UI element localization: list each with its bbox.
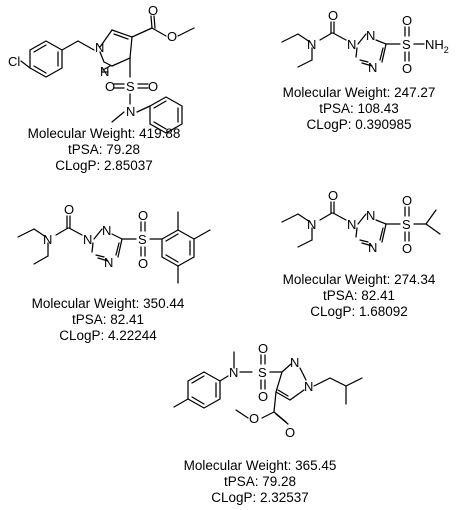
m4-atom-o-sulfonyl-2: O: [402, 241, 412, 256]
m5-atom-s: S: [258, 365, 267, 380]
m5-atom-o-sulfonyl-1: O: [258, 341, 268, 356]
m3-tpsa: tPSA: 82.41: [71, 312, 145, 327]
m5-atom-n2: N: [290, 355, 299, 370]
m1-atom-n-sulfonamide: N: [126, 104, 135, 119]
m3-atom-o-sulfonyl-2: O: [138, 256, 148, 271]
m4-atom-o-urea: O: [328, 188, 338, 203]
m5-atom-o-sulfonyl-2: O: [258, 389, 268, 404]
m4-molecular-weight: Molecular Weight: 274.34: [282, 272, 436, 287]
m1-atom-n2: N: [100, 64, 109, 79]
m5-clogp: CLogP: 2.32537: [211, 490, 309, 505]
m4-atom-s: S: [402, 217, 411, 232]
m5-atom-o-carbonyl: O: [285, 425, 295, 440]
m2-atom-o-sulfonyl-2: O: [402, 61, 412, 76]
m5-atom-n-sulfonamide: N: [229, 365, 238, 380]
m3-atom-n1: N: [83, 232, 92, 247]
m5-tpsa: tPSA: 79.28: [223, 474, 297, 489]
m1-atom-o-sulfonyl-2: O: [148, 79, 158, 94]
m2-atom-n1: N: [347, 37, 356, 52]
molecule-1-properties: Molecular Weight: 419.88 tPSA: 79.28 CLo…: [4, 126, 204, 174]
m1-atom-n1: N: [95, 40, 104, 55]
m1-atom-o-sulfonyl-1: O: [105, 79, 115, 94]
m4-atom-n4: N: [368, 240, 377, 255]
m1-atom-o-carbonyl: O: [148, 3, 158, 18]
m1-atom-o-ester: O: [167, 29, 177, 44]
molecule-3-properties: Molecular Weight: 350.44 tPSA: 82.41 CLo…: [8, 296, 208, 344]
m3-atom-o-sulfonyl-1: O: [138, 208, 148, 223]
m4-atom-n-amide: N: [307, 217, 316, 232]
m5-molecular-weight: Molecular Weight: 365.45: [183, 458, 337, 473]
m3-atom-n2: N: [102, 223, 111, 238]
molecule-5-properties: Molecular Weight: 365.45 tPSA: 79.28 CLo…: [160, 458, 360, 506]
m1-tpsa: tPSA: 79.28: [67, 142, 141, 157]
m4-atom-o-sulfonyl-1: O: [402, 193, 412, 208]
m1-molecular-weight: Molecular Weight: 419.88: [27, 126, 181, 141]
m2-molecular-weight: Molecular Weight: 247.27: [282, 85, 436, 100]
m5-atom-n1: N: [304, 379, 313, 394]
molecule-2-properties: Molecular Weight: 247.27 tPSA: 108.43 CL…: [262, 85, 456, 133]
m2-clogp: CLogP: 0.390985: [306, 117, 412, 132]
m2-atom-n4: N: [368, 60, 377, 75]
m3-atom-s: S: [138, 232, 147, 247]
m3-clogp: CLogP: 4.22244: [59, 328, 157, 343]
m1-atom-cl: Cl: [8, 54, 20, 69]
molecule-4-properties: Molecular Weight: 274.34 tPSA: 82.41 CLo…: [262, 272, 456, 320]
m5-atom-o-ester: O: [249, 411, 259, 426]
m2-atom-s: S: [402, 37, 411, 52]
m1-clogp: CLogP: 2.85037: [55, 158, 153, 173]
m3-atom-o-urea: O: [64, 202, 74, 217]
m3-molecular-weight: Molecular Weight: 350.44: [31, 296, 185, 311]
m4-atom-n1: N: [347, 217, 356, 232]
m1-atom-s: S: [126, 79, 135, 94]
m2-atom-nh2: NH2: [425, 37, 449, 55]
m2-atom-o-urea: O: [328, 8, 338, 23]
m2-atom-n-amide: N: [307, 37, 316, 52]
m3-atom-n-amide: N: [43, 232, 52, 247]
m2-tpsa: tPSA: 108.43: [319, 101, 399, 116]
m4-clogp: CLogP: 1.68092: [310, 304, 408, 319]
m2-atom-n2: N: [366, 28, 375, 43]
m3-atom-n4: N: [104, 255, 113, 270]
m4-atom-n2: N: [366, 208, 375, 223]
m4-tpsa: tPSA: 82.41: [322, 288, 396, 303]
m2-atom-o-sulfonyl-1: O: [402, 13, 412, 28]
